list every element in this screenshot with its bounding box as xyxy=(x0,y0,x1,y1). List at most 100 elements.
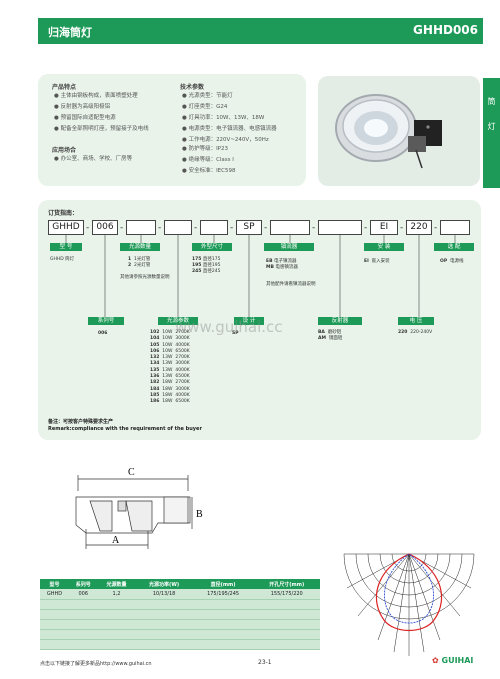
label-series: 系列号 xyxy=(88,317,124,325)
spec-item: ● 灯具功率：10W、13W、18W xyxy=(182,115,265,121)
table-cell: GHHD xyxy=(40,589,69,600)
lamp-list: 102 10W 2700K 104 10W 3000K 105 10W 4000… xyxy=(150,330,190,405)
features-list: ● 主体由钢板构成，表面喷塑处理 ● 反射器为高级阳极铝 ● 预留国际自适配型电… xyxy=(54,91,149,132)
feature-item: ● 配备全部照明灯座，预留接子及电线 xyxy=(54,126,149,132)
qty-note: 其他请参照光源数量说明 xyxy=(120,275,170,280)
code-dash: - xyxy=(120,223,124,233)
table-cell: 155/175/220 xyxy=(253,589,320,600)
code-dash: - xyxy=(264,223,268,233)
label-design: 设 计 xyxy=(234,317,264,325)
table-header: 系列号 xyxy=(68,579,98,589)
code-box-qty xyxy=(126,220,156,235)
order-connector-lines xyxy=(65,235,456,317)
label-option: 选 配 xyxy=(434,243,474,251)
label-size: 外型尺寸 xyxy=(192,243,232,251)
watermark: www.guihai.cc xyxy=(175,318,283,336)
side-tab-char: 筒 xyxy=(487,97,496,106)
code-box-install: EI xyxy=(370,220,398,235)
feature-item: ● 主体由钢板构成，表面喷塑处理 xyxy=(54,93,138,99)
qty-list: 1 1光灯管 2 2光灯管 xyxy=(128,257,151,268)
model-desc: GHHD 筒灯 xyxy=(50,257,75,262)
side-tab-char: 灯 xyxy=(487,122,496,131)
table-header: 型号 xyxy=(40,579,69,589)
install-list: EI 嵌入安装 xyxy=(364,259,390,264)
spec-item: ● 安全标准：IEC598 xyxy=(182,168,236,174)
table-row-empty xyxy=(40,639,320,650)
application-title: 应用场合 xyxy=(52,147,77,154)
dim-b-label: B xyxy=(196,509,203,520)
table-header: 开孔尺寸(mm) xyxy=(253,579,320,589)
order-note: 备注：可按客户特殊要求生产 Remark:compliance with the… xyxy=(48,419,202,432)
table-cell: 006 xyxy=(68,589,98,600)
table-header: 光源功率(W) xyxy=(135,579,193,589)
label-lamp: 光源参数 xyxy=(158,317,198,325)
code-box-reflector xyxy=(318,220,362,235)
page-title: 归海筒灯 xyxy=(48,26,92,39)
application-item: ● 办公室、商场、学校、厂房等 xyxy=(54,156,133,162)
table-cell: 175/195/245 xyxy=(192,589,254,600)
code-box-design: SP xyxy=(236,220,262,235)
table-row-empty xyxy=(40,619,320,630)
dim-a-label: A xyxy=(112,535,120,546)
code-dash: - xyxy=(230,223,234,233)
spec-item: ● 电源类型：电子镇流器、电感镇流器 xyxy=(182,126,277,132)
spec-item: ● 灯座类型：G24 xyxy=(182,104,228,110)
label-qty: 光源数量 xyxy=(120,243,160,251)
code-dash: - xyxy=(194,223,198,233)
spec-item: ● 工作电源：220V~240V，50Hz xyxy=(182,137,269,143)
spec-item: ● 光源类型：节能灯 xyxy=(182,93,233,99)
product-code: GHHD006 xyxy=(413,23,478,37)
code-box-voltage: 220 xyxy=(406,220,432,235)
ballast-list: EB 电子镇流器 MB 电感镇流器 xyxy=(266,259,298,270)
code-box-lamp xyxy=(164,220,192,235)
code-dash: - xyxy=(312,223,316,233)
code-box-size xyxy=(200,220,228,235)
table-header-row: 型号 系列号 光源数量 光源功率(W) 直径(mm) 开孔尺寸(mm) xyxy=(40,579,320,589)
side-tab: 筒 灯 xyxy=(483,78,500,188)
code-box-model: GHHD xyxy=(48,220,84,235)
table-cell: 10/13/18 xyxy=(135,589,193,600)
code-dash: - xyxy=(400,223,404,233)
brand-logo: ✿ GUIHAI xyxy=(432,656,474,665)
code-box-option xyxy=(440,220,470,235)
label-reflector: 反射器 xyxy=(318,317,362,325)
code-dash: - xyxy=(364,223,368,233)
table-cell: 1,2 xyxy=(97,589,136,600)
option-list: OP 电源线 xyxy=(440,259,464,264)
order-guide-title: 订货指南： xyxy=(48,210,79,217)
code-dash: - xyxy=(434,223,438,233)
dimension-drawing: C B A xyxy=(75,467,203,549)
code-dash: - xyxy=(158,223,162,233)
features-panel xyxy=(38,74,306,186)
spec-table: 型号 系列号 光源数量 光源功率(W) 直径(mm) 开孔尺寸(mm) GHHD… xyxy=(40,579,320,650)
specs-list: ● 光源类型：节能灯 ● 灯座类型：G24 ● 灯具功率：10W、13W、18W… xyxy=(182,91,277,143)
page-number: 23-1 xyxy=(258,659,272,666)
label-install: 安 装 xyxy=(364,243,404,251)
voltage-list: 220 220-240V xyxy=(398,330,433,335)
spec-item: ● 绝缘等级：Class I xyxy=(182,157,234,163)
features-title: 产品特点 xyxy=(52,84,77,91)
downlight-product-image xyxy=(335,94,442,169)
spec-item: ● 防护等级：IP23 xyxy=(182,146,229,152)
code-dash: - xyxy=(86,223,90,233)
label-ballast: 镇流器 xyxy=(264,243,314,251)
product-image-panel xyxy=(318,76,480,186)
specs-list-2: ● 防护等级：IP23 ● 绝缘等级：Class I ● 安全标准：IEC598 xyxy=(182,144,236,174)
light-distribution-diagram xyxy=(338,548,480,660)
table-row: GHHD 006 1,2 10/13/18 175/195/245 155/17… xyxy=(40,589,320,600)
footer-link-text[interactable]: 点击以下链接了解更多新品http://www.guihai.cn xyxy=(40,661,152,667)
code-box-ballast xyxy=(270,220,310,235)
reflector-list: BA 磨砂铝 AM 镜面铝 xyxy=(318,330,343,341)
series-value: 006 xyxy=(98,331,108,336)
design-value: SP xyxy=(232,331,239,336)
label-voltage: 电 压 xyxy=(398,317,434,325)
table-row-empty xyxy=(40,629,320,640)
table-header: 直径(mm) xyxy=(192,579,254,589)
table-row-empty xyxy=(40,599,320,610)
code-box-series: 006 xyxy=(92,220,118,235)
ballast-note: 其他配件请看镇流器说明 xyxy=(266,282,316,287)
specs-title: 技术参数 xyxy=(180,84,205,91)
table-row-empty xyxy=(40,609,320,620)
table-header: 光源数量 xyxy=(97,579,136,589)
header-bar xyxy=(38,18,483,44)
